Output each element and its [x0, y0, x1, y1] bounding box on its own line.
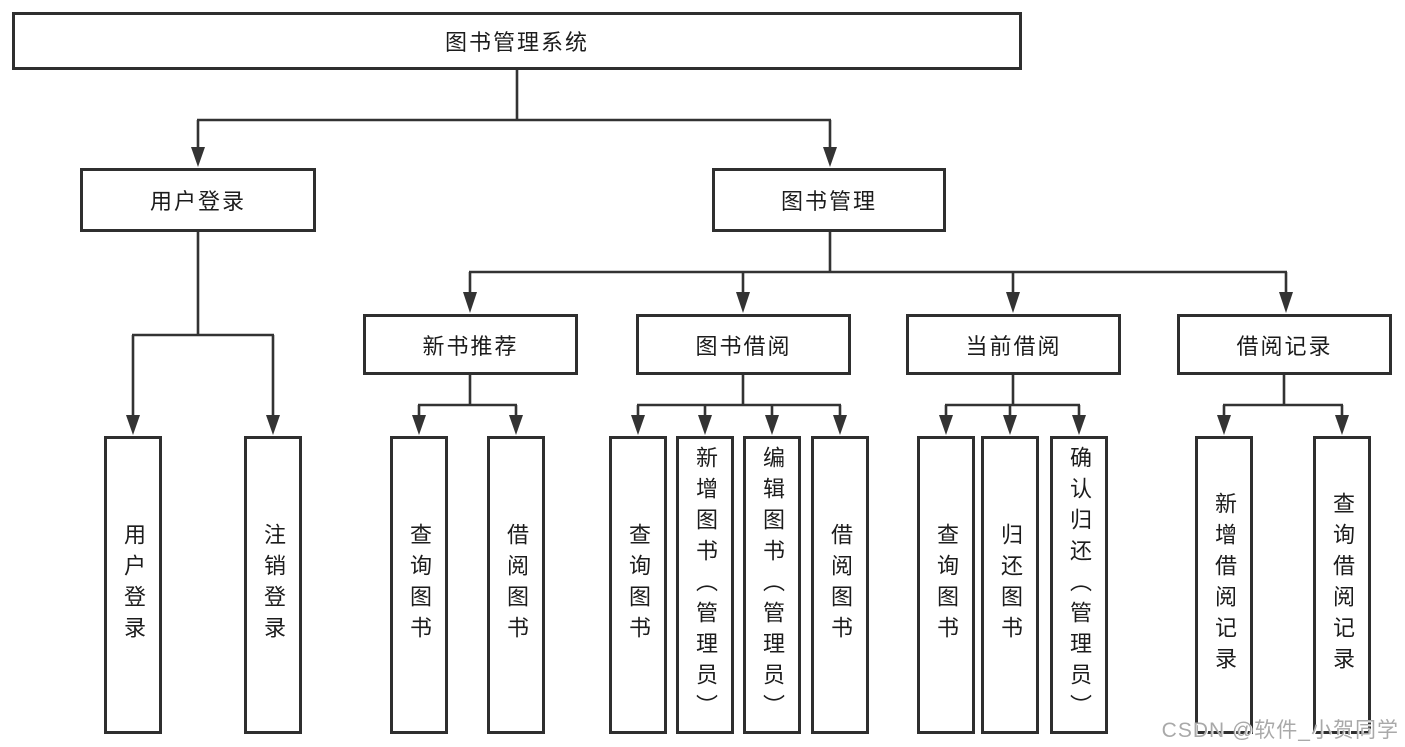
node-label: 确认归还（管理员） [1067, 445, 1092, 725]
node-label: 查询图书 [407, 523, 432, 647]
node-leaf-records-query-record: 查询借阅记录 [1313, 436, 1371, 734]
connector-userlogin-to-leaves [131, 232, 275, 417]
node-leaf-borrow-edit-books-admin: 编辑图书（管理员） [743, 436, 801, 734]
node-new-book-recommend: 新书推荐 [363, 314, 578, 375]
node-label: 注销登录 [261, 523, 286, 647]
connector-root-to-level2 [196, 70, 832, 149]
node-label: 借阅记录 [1236, 333, 1333, 359]
node-label: 新书推荐 [422, 333, 519, 359]
node-leaf-recommend-borrow-books: 借阅图书 [487, 436, 545, 734]
node-label: 新增借阅记录 [1212, 492, 1237, 678]
node-leaf-current-query-books: 查询图书 [917, 436, 975, 734]
node-leaf-recommend-query-books: 查询图书 [390, 436, 448, 734]
node-label: 查询图书 [626, 523, 651, 647]
node-label: 归还图书 [998, 523, 1023, 647]
node-label: 当前借阅 [965, 333, 1062, 359]
node-leaf-borrow-add-books-admin: 新增图书（管理员） [676, 436, 734, 734]
connector-bookmgmt-to-level3 [468, 232, 1288, 294]
node-borrow-records: 借阅记录 [1177, 314, 1392, 375]
node-leaf-records-add-record: 新增借阅记录 [1195, 436, 1253, 734]
node-system-root: 图书管理系统 [12, 12, 1022, 70]
node-label: 查询借阅记录 [1330, 492, 1355, 678]
node-label: 查询图书 [934, 523, 959, 647]
node-leaf-current-confirm-return-admin: 确认归还（管理员） [1050, 436, 1108, 734]
node-label: 借阅图书 [828, 523, 853, 647]
node-user-login: 用户登录 [80, 168, 316, 232]
connector-borrow-to-leaves [636, 374, 842, 417]
node-current-borrow: 当前借阅 [906, 314, 1121, 375]
node-leaf-logout: 注销登录 [244, 436, 302, 734]
node-label: 新增图书（管理员） [693, 445, 718, 725]
node-book-management: 图书管理 [712, 168, 946, 232]
node-label: 用户登录 [121, 523, 146, 647]
node-leaf-borrow-query-books: 查询图书 [609, 436, 667, 734]
node-label: 图书管理 [780, 189, 877, 214]
node-label: 编辑图书（管理员） [760, 445, 785, 725]
node-book-borrow: 图书借阅 [636, 314, 851, 375]
node-label: 图书借阅 [695, 333, 792, 359]
csdn-watermark: CSDN @软件_小贺同学 [1161, 719, 1399, 742]
node-leaf-current-return-books: 归还图书 [981, 436, 1039, 734]
connector-records-to-leaves [1222, 374, 1344, 417]
node-label: 用户登录 [149, 189, 246, 214]
node-label: 借阅图书 [504, 523, 529, 647]
node-label: 图书管理系统 [444, 30, 589, 55]
node-leaf-user-login: 用户登录 [104, 436, 162, 734]
node-leaf-borrow-borrow-books: 借阅图书 [811, 436, 869, 734]
connector-current-to-leaves [944, 374, 1081, 417]
connector-recommend-to-leaves [417, 374, 518, 417]
